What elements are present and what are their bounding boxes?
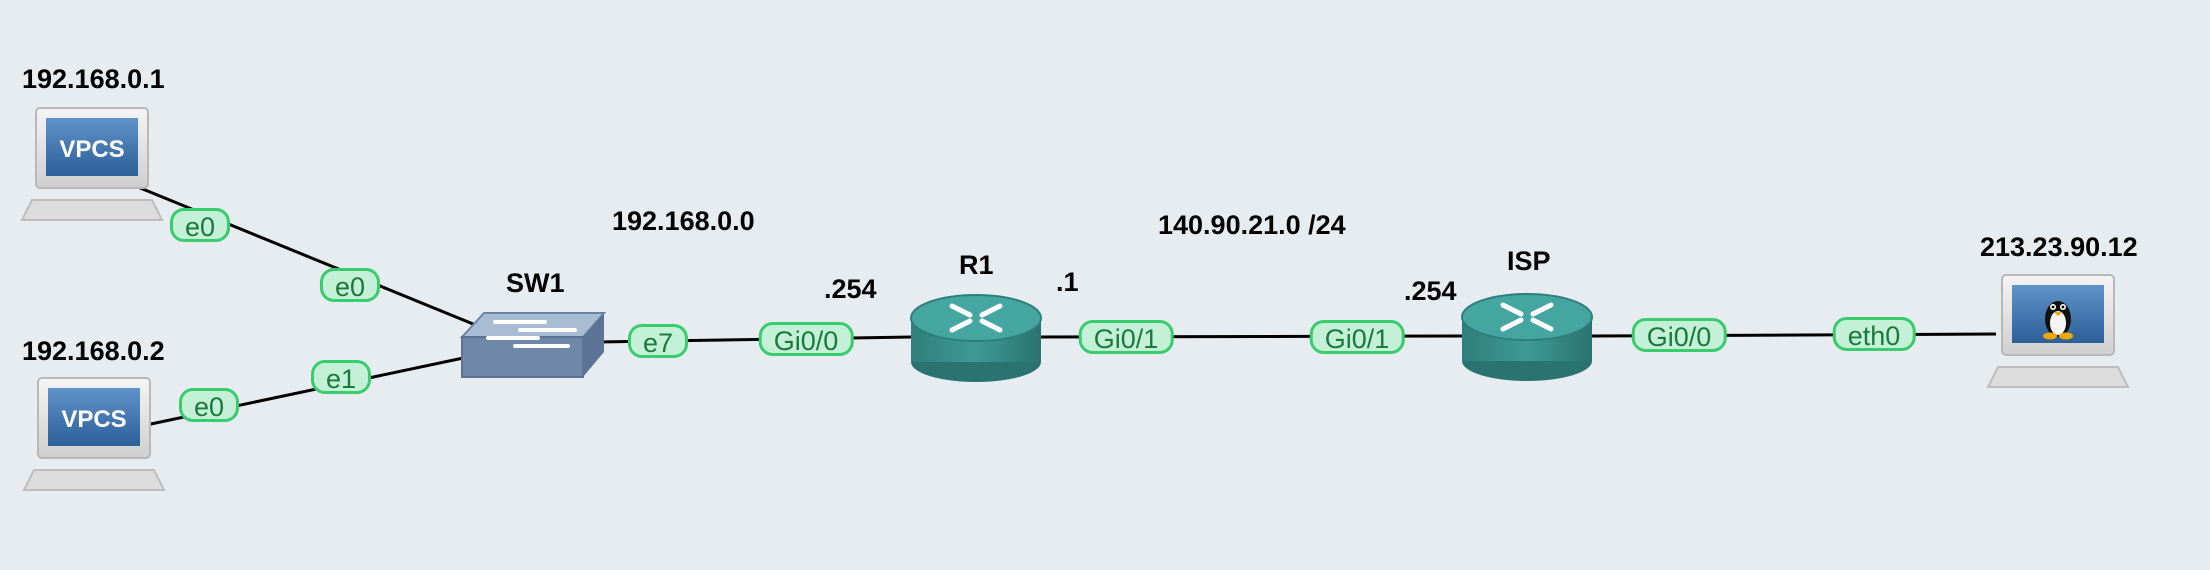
- pc1-screen-text: VPCS: [59, 136, 124, 163]
- router-r1-icon[interactable]: [910, 294, 1042, 382]
- port-badge-pc1-e0[interactable]: e0: [169, 208, 231, 242]
- r1-lan-suffix: .254: [824, 274, 877, 304]
- linux-host-icon[interactable]: [1986, 274, 2130, 388]
- wan-network-label: 140.90.21.0 /24: [1158, 210, 1346, 240]
- port-badge-sw1-e0[interactable]: e0: [319, 268, 381, 302]
- pc1-label: 192.168.0.1: [22, 64, 165, 94]
- links: [127, 181, 1997, 430]
- r1-wan-suffix: .1: [1056, 267, 1079, 297]
- vpcs-pc1-icon[interactable]: VPCS: [20, 107, 164, 221]
- isp-label: ISP: [1507, 246, 1551, 276]
- port-badge-isp-gi0-0[interactable]: Gi0/0: [1631, 318, 1727, 352]
- isp-wan-suffix: .254: [1404, 276, 1457, 306]
- port-badge-sw1-e1[interactable]: e1: [310, 360, 372, 394]
- link-pc1-sw1[interactable]: [127, 181, 479, 328]
- port-badge-r1-gi0-1[interactable]: Gi0/1: [1078, 320, 1174, 354]
- sw1-label: SW1: [506, 268, 565, 298]
- port-badge-pc2-e0[interactable]: e0: [178, 388, 240, 422]
- lan-network-label: 192.168.0.0: [612, 206, 755, 236]
- router-isp-icon[interactable]: [1461, 293, 1593, 381]
- vpcs-pc2-icon[interactable]: VPCS: [22, 377, 166, 491]
- r1-label: R1: [959, 250, 994, 280]
- switch-icon[interactable]: [459, 312, 607, 378]
- port-badge-linux-eth0[interactable]: eth0: [1832, 317, 1916, 351]
- port-badge-r1-gi0-0[interactable]: Gi0/0: [758, 322, 854, 356]
- linux-host-label: 213.23.90.12: [1980, 232, 2138, 262]
- pc2-label: 192.168.0.2: [22, 336, 165, 366]
- pc2-screen-text: VPCS: [61, 406, 126, 433]
- port-badge-isp-gi0-1[interactable]: Gi0/1: [1309, 320, 1405, 354]
- port-badge-sw1-e7[interactable]: e7: [627, 324, 689, 358]
